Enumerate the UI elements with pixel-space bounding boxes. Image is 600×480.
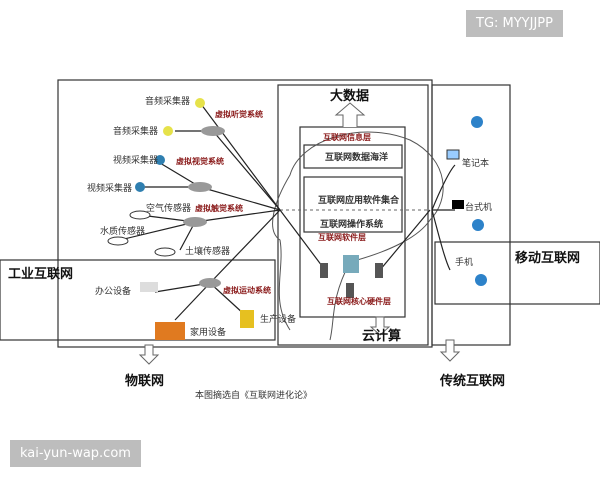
mobile-box	[434, 241, 600, 305]
caption: 本图摘选自《互联网进化论》	[195, 389, 312, 401]
user-icons	[471, 116, 487, 286]
big-data-label: 大数据	[330, 88, 369, 104]
watermark-bottom: kai-yun-wap.com	[10, 440, 141, 467]
outer-box	[57, 79, 433, 348]
app-set-box	[303, 176, 403, 233]
info-layer-label: 互联网信息层	[323, 132, 371, 142]
os-label: 互联网操作系统	[320, 218, 383, 230]
down-arrow-icon	[138, 344, 160, 365]
system-label: 虚拟听觉系统	[215, 109, 263, 119]
device-label: 家用设备	[190, 326, 226, 338]
up-arrow-icon	[334, 102, 366, 127]
terminal-label: 笔记本	[462, 157, 489, 169]
data-ocean-label: 互联网数据海洋	[325, 151, 388, 163]
forklift-icon	[240, 310, 254, 328]
system-label: 虚拟视觉系统	[176, 156, 224, 166]
industrial-internet-label: 工业互联网	[8, 266, 73, 282]
terminal-label: 台式机	[465, 201, 492, 213]
desktop-icon	[452, 200, 464, 209]
sensor-label: 水质传感器	[100, 225, 145, 237]
home-device-icon	[155, 322, 185, 340]
iot-label: 物联网	[125, 373, 164, 389]
system-label: 虚拟运动系统	[223, 285, 271, 295]
down-arrow-icon	[369, 316, 391, 336]
device-label: 办公设备	[95, 285, 131, 297]
watermark-top: TG: MYYJJPP	[466, 10, 563, 37]
sensor-label: 空气传感器	[146, 202, 191, 214]
down-arrow-icon	[439, 339, 461, 362]
device-label: 生产设备	[260, 313, 296, 325]
router-icon	[343, 255, 359, 273]
terminal-label: 手机	[455, 256, 473, 268]
data-ocean-box	[303, 144, 403, 169]
sensor-label: 音频采集器	[145, 95, 190, 107]
sensor-label: 视频采集器	[113, 154, 158, 166]
industrial-box	[0, 259, 276, 341]
traditional-box	[431, 84, 511, 346]
cloud-computing-label: 云计算	[362, 328, 401, 344]
app-set-label: 互联网应用软件集合	[318, 194, 400, 206]
system-label: 虚拟触觉系统	[195, 203, 243, 213]
sensor-label: 土壤传感器	[185, 245, 230, 257]
mobile-internet-label: 移动互联网	[515, 250, 580, 266]
cloud-box	[277, 84, 429, 346]
sensor-label: 视频采集器	[87, 182, 132, 194]
traditional-internet-label: 传统互联网	[439, 373, 505, 389]
laptop-icon	[446, 149, 460, 160]
sensor-label: 音频采集器	[113, 125, 158, 137]
printer-icon	[140, 282, 158, 292]
software-layer-label: 互联网软件层	[318, 232, 366, 242]
hardware-layer-label: 互联网核心硬件层	[327, 296, 391, 306]
